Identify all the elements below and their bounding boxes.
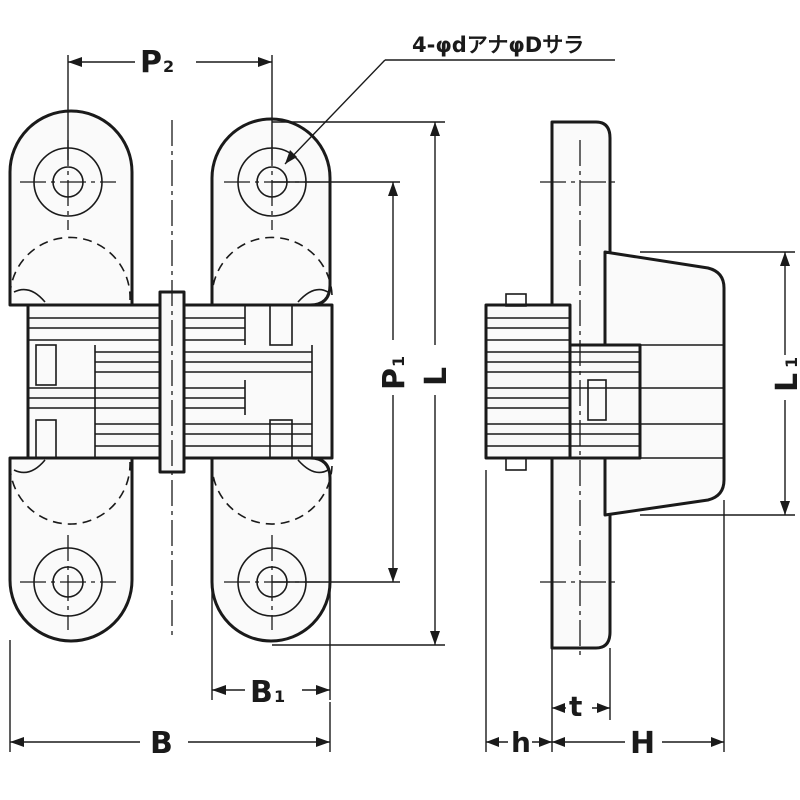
dim-p1: P 1 <box>272 181 412 583</box>
dim-l1: L 1 <box>640 251 800 516</box>
hidden-arc <box>211 461 333 525</box>
hole-leader: 4-φdアナφDサラ <box>284 33 615 165</box>
dim-p2: P 2 <box>67 45 273 160</box>
label-b1: B <box>250 675 273 710</box>
hole-note: 4-φdアナφDサラ <box>412 33 584 57</box>
side-link-inner <box>568 343 724 460</box>
label-b1-sub: 1 <box>274 687 285 706</box>
label-p1-sub: 1 <box>389 356 408 367</box>
hidden-arc <box>9 236 131 301</box>
dim-b: B <box>9 640 331 761</box>
label-h-small: h <box>511 726 531 759</box>
label-p2: P <box>140 45 162 80</box>
front-view: P 2 4-φdアナφDサラ L P <box>8 33 615 761</box>
leaf-top-left <box>8 109 134 307</box>
label-p1: P <box>377 368 412 390</box>
label-l1-sub: 1 <box>782 357 800 368</box>
hidden-arc <box>211 236 333 301</box>
side-view: L 1 t h H <box>484 120 800 761</box>
dim-b1: B 1 <box>211 590 331 710</box>
label-p2-sub: 2 <box>163 57 174 76</box>
leaf-top-right <box>210 117 332 307</box>
leaf-bottom-right <box>210 456 332 643</box>
leaf-bottom-left <box>8 456 134 643</box>
label-b: B <box>150 726 173 761</box>
side-link-pack <box>484 293 572 471</box>
label-h-large: H <box>630 726 655 761</box>
label-l1: L <box>770 373 800 392</box>
hidden-arc <box>9 461 131 525</box>
dim-h-H: h H <box>485 470 725 761</box>
label-l: L <box>419 367 454 386</box>
dim-t: t <box>551 648 611 752</box>
label-t: t <box>569 690 582 723</box>
dim-l: L <box>272 121 454 646</box>
